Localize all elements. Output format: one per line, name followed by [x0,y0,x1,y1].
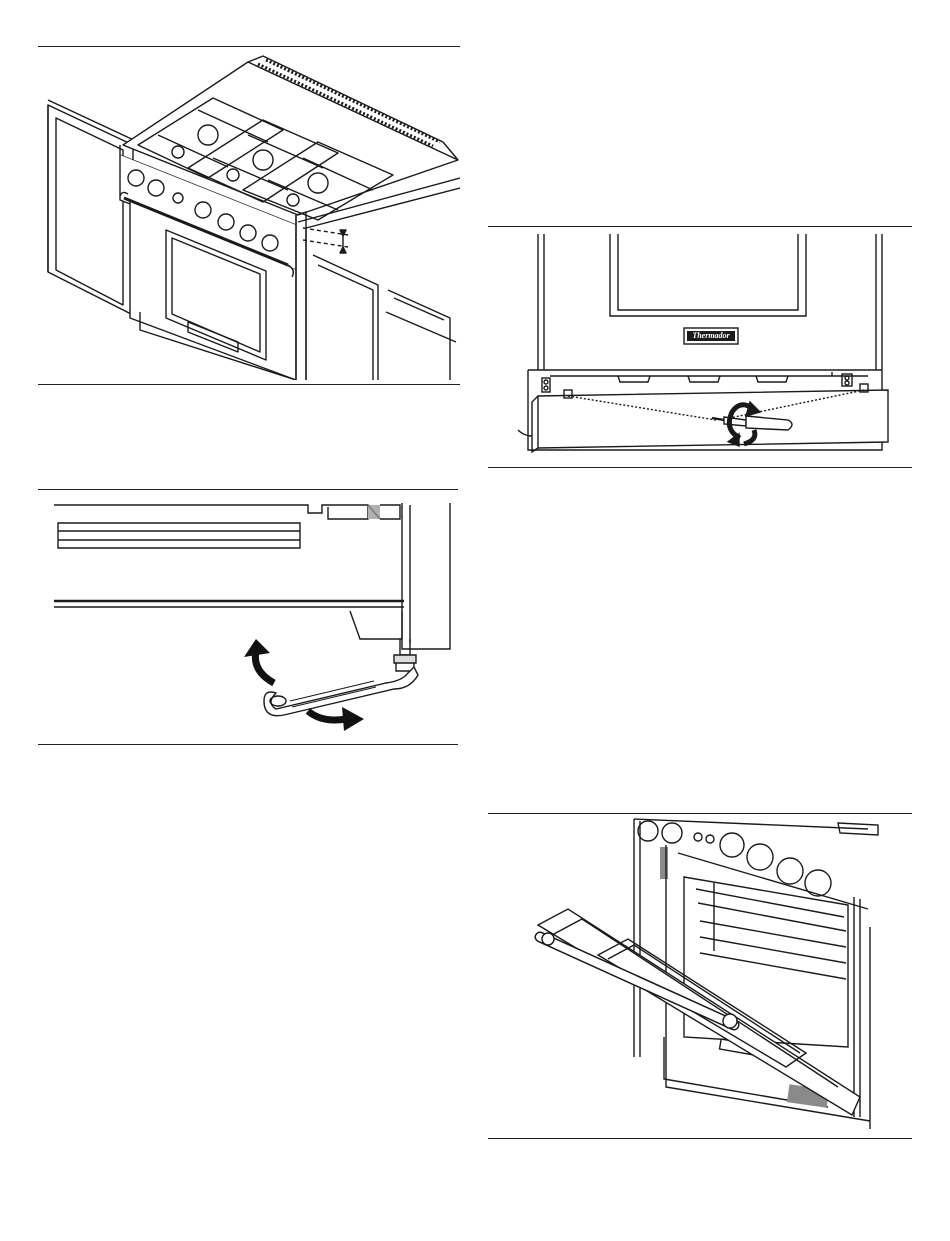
open-oven-door-illustration [488,817,912,1135]
range-flush-cabinets-illustration [38,50,460,380]
figure-4-top-rule [488,813,912,814]
figure-4-bottom-rule [488,1138,912,1139]
figure-leveling-leg [38,493,458,741]
figure-3-bottom-rule [38,744,458,745]
figure-1-bottom-rule [38,384,460,385]
figure-2-bottom-rule [488,467,912,468]
figure-oven-door-open [488,817,912,1135]
brand-badge-text: Thermador [687,331,735,341]
figure-toe-kick-adjust: Thermador [488,230,912,464]
figure-1-top-rule [38,46,460,47]
figure-2-top-rule [488,226,912,227]
figure-range-installed [38,50,460,380]
figure-3-top-rule [38,489,458,490]
wrench-leveling-leg-illustration [38,493,458,741]
screwdriver-rotate-illustration [488,230,912,464]
